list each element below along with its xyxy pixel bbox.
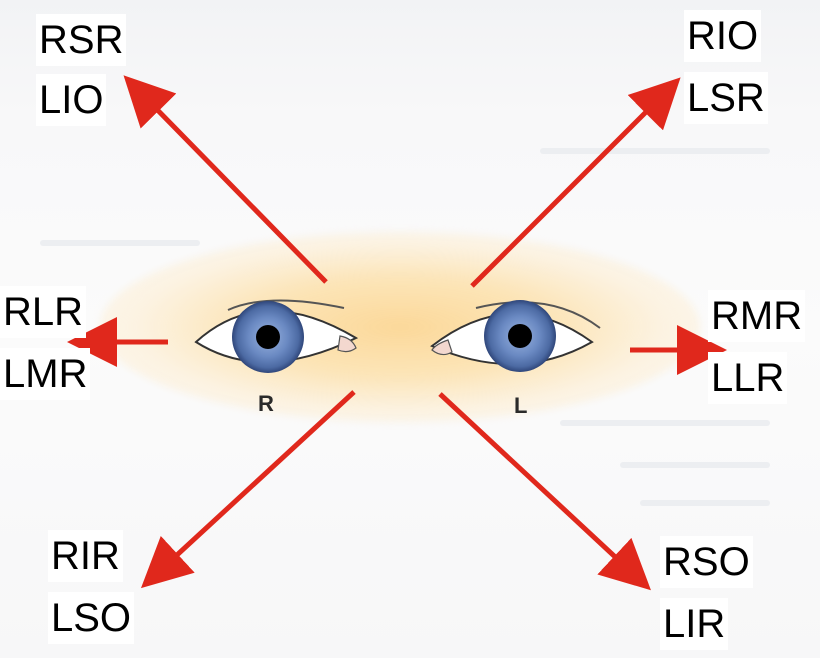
right-eyelid-crease [227, 299, 345, 311]
label-right-gaze-top: RLR [0, 286, 87, 338]
arrow-up-right-gaze [123, 75, 328, 284]
left-eye-letter: L [514, 393, 528, 418]
background-line [40, 240, 200, 246]
background-line [620, 462, 770, 468]
arrow-down-right-gaze [140, 390, 356, 589]
left-eye [430, 300, 601, 372]
label-down-left-bottom: LIR [660, 598, 729, 650]
right-pupil [256, 325, 280, 349]
background-line [640, 500, 770, 506]
right-eye [194, 299, 359, 373]
label-left-gaze-top: RMR [708, 290, 806, 342]
label-up-right-bottom: LIO [36, 74, 107, 126]
label-up-right-top: RSR [36, 14, 127, 66]
right-caruncle [337, 335, 357, 353]
label-down-right-bottom: LSO [48, 592, 135, 644]
background-line [560, 420, 770, 426]
label-left-gaze-bottom: LLR [708, 352, 788, 404]
left-eyelid-crease [475, 301, 601, 329]
arrow-up-left-gaze [470, 77, 681, 288]
background-line [540, 148, 770, 154]
left-pupil [508, 324, 532, 348]
label-up-left-bottom: LSR [684, 72, 768, 124]
label-up-left-top: RIO [684, 10, 762, 62]
arrow-down-left-gaze [438, 392, 651, 591]
label-right-gaze-bottom: LMR [0, 348, 91, 400]
label-down-right-top: RIR [48, 530, 123, 582]
label-down-left-top: RSO [660, 536, 753, 588]
left-caruncle [431, 339, 453, 356]
right-eye-letter: R [258, 391, 274, 416]
